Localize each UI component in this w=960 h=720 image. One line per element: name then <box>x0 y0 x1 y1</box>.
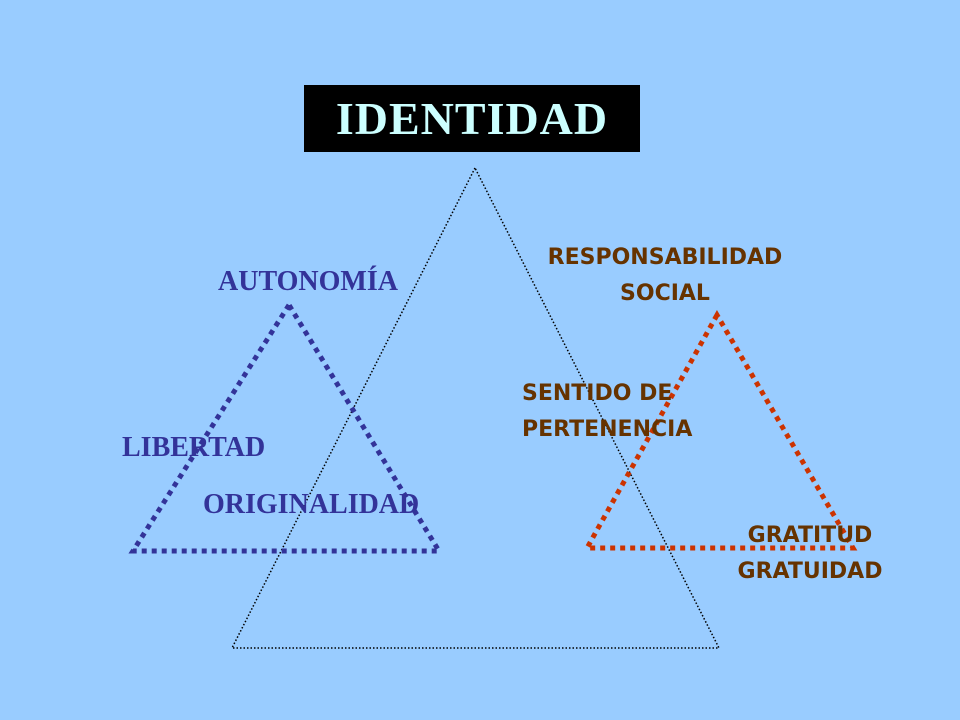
label-gratitud-gratuidad: GRATITUD GRATUIDAD <box>720 518 900 590</box>
title-box: IDENTIDAD <box>304 85 640 152</box>
label-originalidad: ORIGINALIDAD <box>203 489 420 520</box>
label-responsabilidad-social: RESPONSABILIDAD SOCIAL <box>530 240 800 312</box>
responsabilidad-line2: SOCIAL <box>620 281 710 306</box>
left-blue-triangle <box>128 300 444 554</box>
sentido-line2: PERTENENCIA <box>522 417 693 442</box>
label-autonomia: AUTONOMÍA <box>218 266 398 297</box>
label-libertad: LIBERTAD <box>122 432 266 463</box>
main-triangle <box>230 166 721 649</box>
responsabilidad-line1: RESPONSABILIDAD <box>547 245 783 270</box>
label-sentido-pertenencia: SENTIDO DE PERTENENCIA <box>522 376 692 448</box>
gratitud-line: GRATITUD <box>747 523 873 548</box>
title: IDENTIDAD <box>335 93 609 144</box>
right-red-triangle <box>582 309 858 551</box>
gratuidad-line: GRATUIDAD <box>737 559 883 584</box>
sentido-line1: SENTIDO DE <box>522 381 673 406</box>
